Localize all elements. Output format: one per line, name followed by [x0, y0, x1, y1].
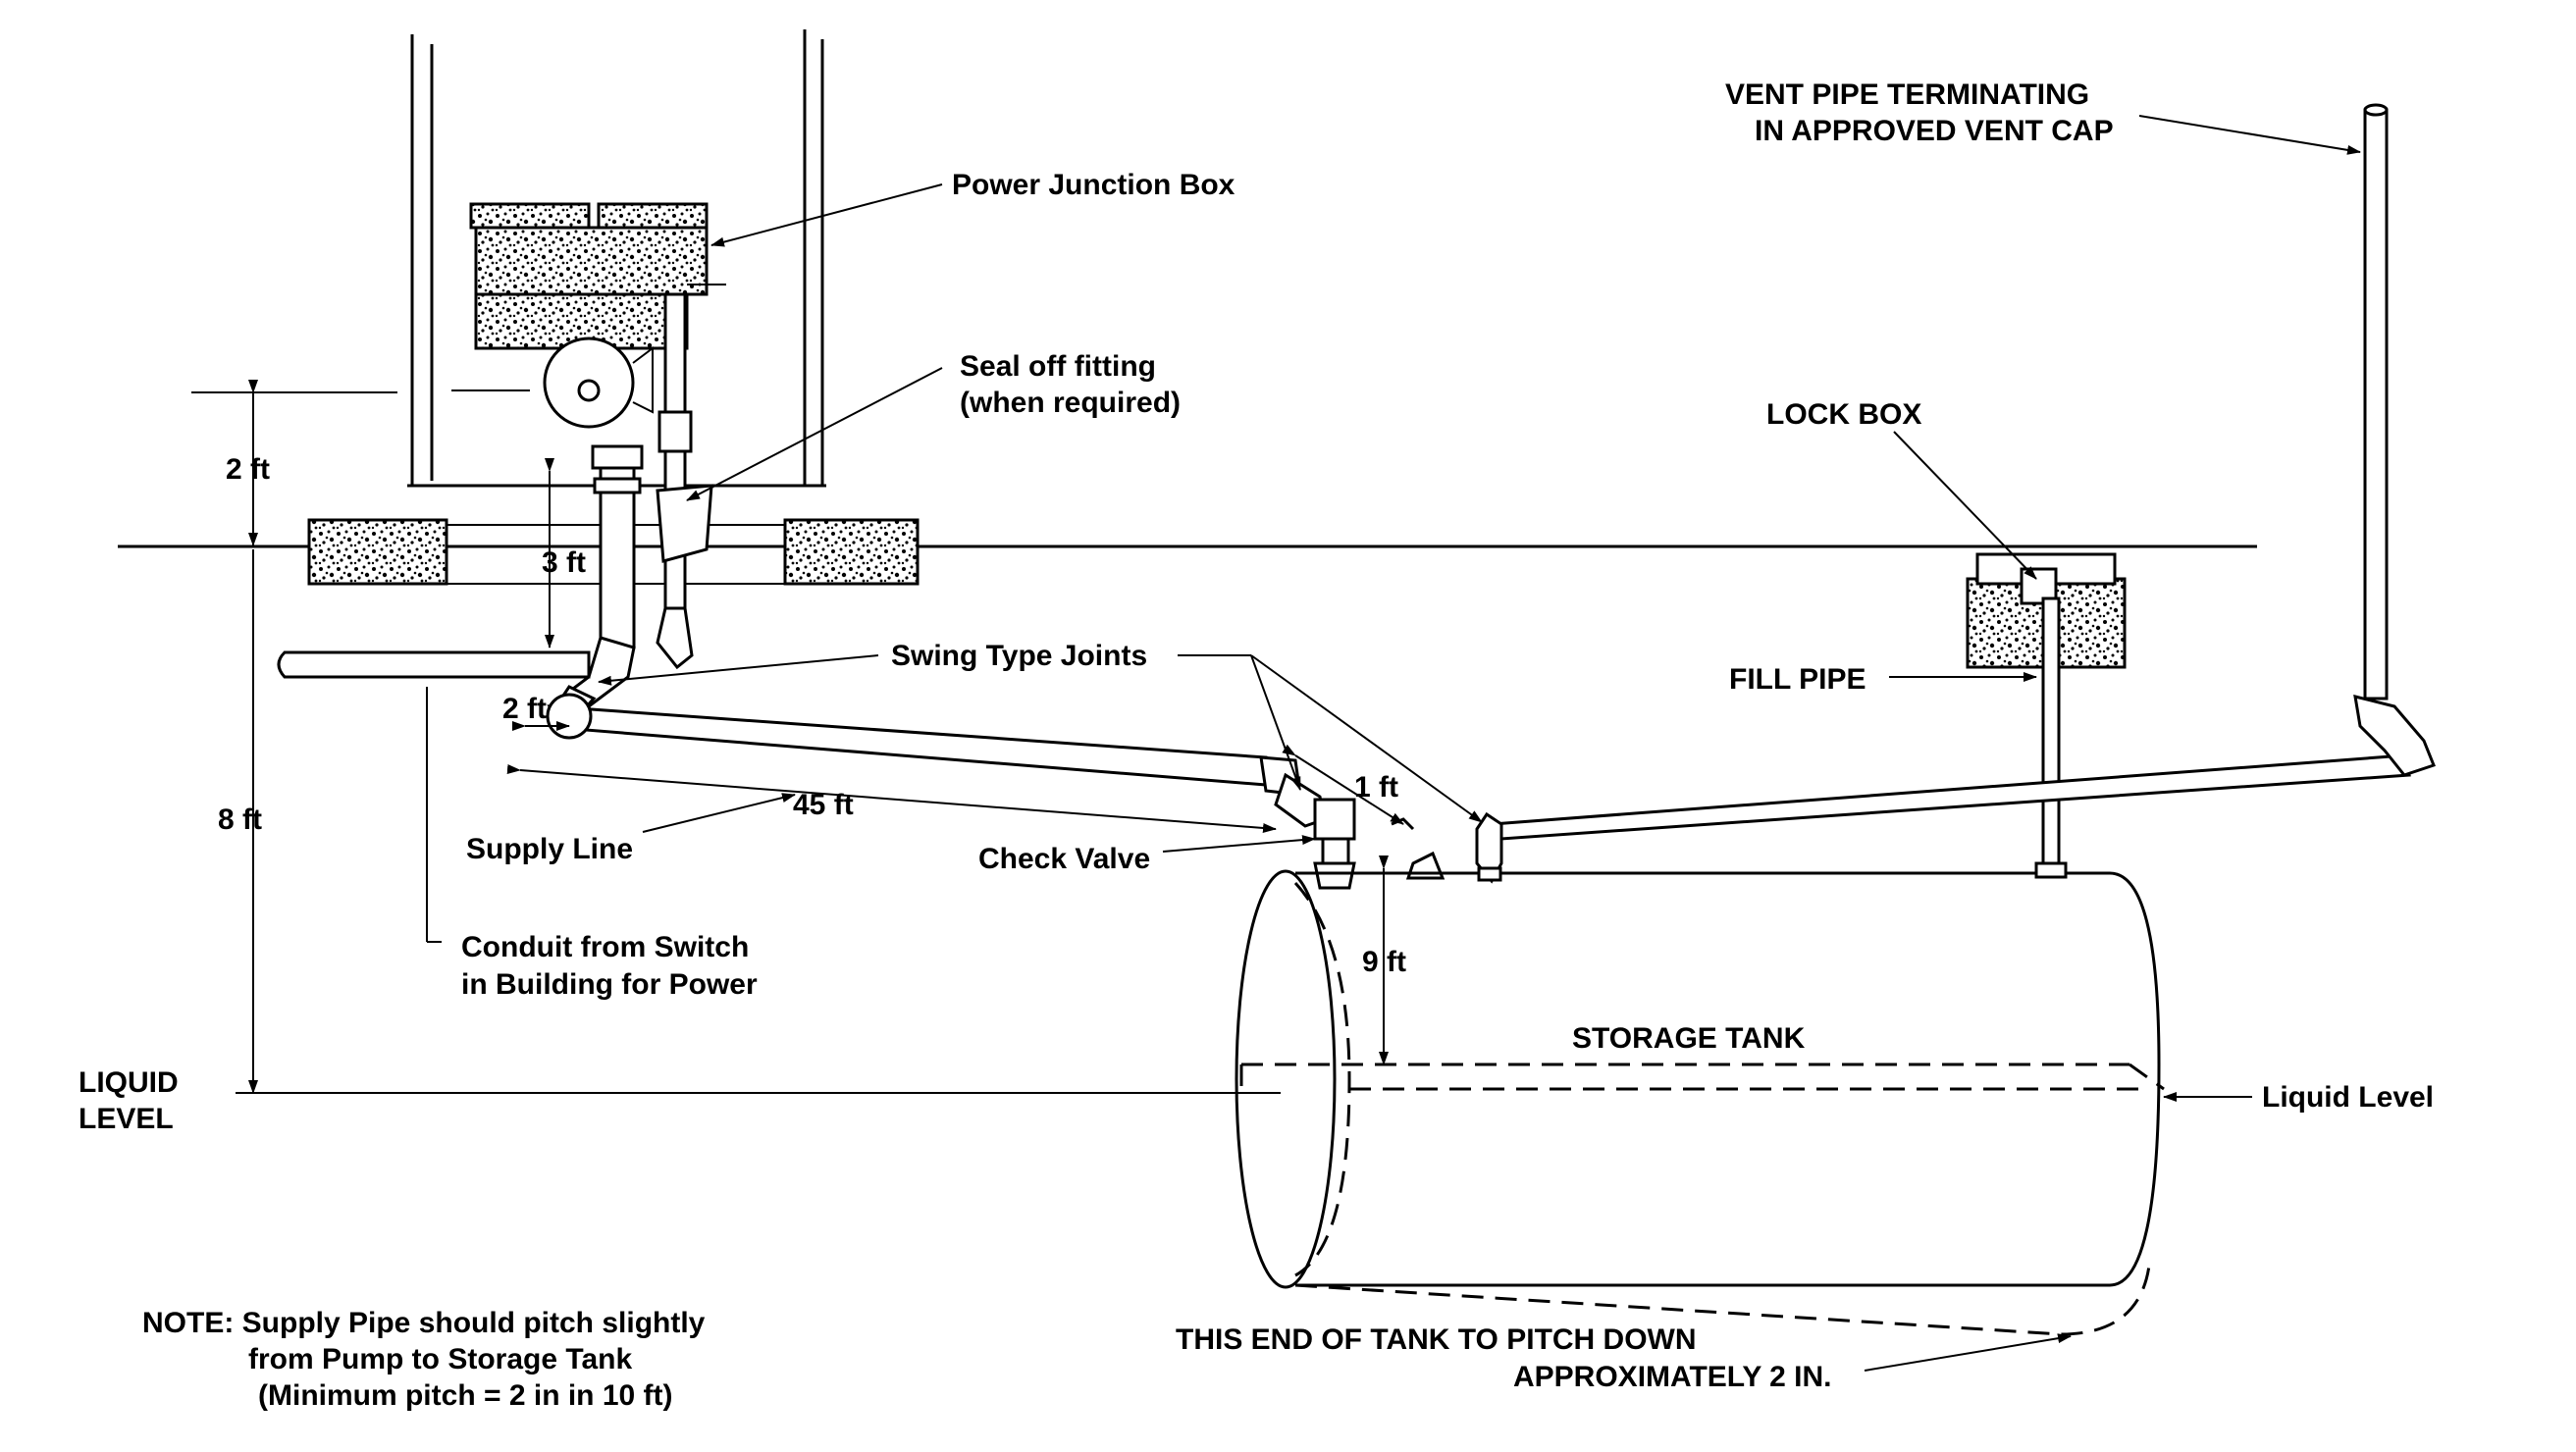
label-dim-3ft: 3 ft [542, 546, 586, 579]
label-pitch-1: THIS END OF TANK TO PITCH DOWN [1176, 1323, 1697, 1356]
foundation-slab-right [783, 518, 920, 586]
label-conduit-1: Conduit from Switch [461, 931, 749, 963]
label-storage-tank: STORAGE TANK [1572, 1022, 1806, 1055]
label-power-junction-box: Power Junction Box [952, 169, 1235, 201]
label-supply-line: Supply Line [466, 833, 633, 865]
label-vent-pipe-2: IN APPROVED VENT CAP [1755, 115, 2114, 147]
label-dim-8ft: 8 ft [218, 804, 262, 836]
foundation-slab-left [307, 518, 448, 586]
label-swing-type-joints: Swing Type Joints [891, 640, 1147, 672]
fill-pipe [1966, 552, 2127, 879]
label-vent-pipe-1: VENT PIPE TERMINATING [1725, 78, 2089, 111]
leader-lines [426, 115, 2361, 1372]
label-liquid-level-left-2: LEVEL [79, 1103, 174, 1135]
label-note-2: from Pump to Storage Tank [248, 1343, 632, 1375]
label-dim-2ft-top: 2 ft [226, 453, 270, 486]
seal-off-fitting [656, 484, 713, 563]
label-seal-off-fitting-1: Seal off fitting [960, 350, 1156, 383]
conduit [277, 650, 591, 679]
power-junction-box [451, 202, 726, 429]
label-seal-off-fitting-2: (when required) [960, 387, 1181, 419]
label-note-3: (Minimum pitch = 2 in in 10 ft) [258, 1379, 673, 1412]
label-pitch-2: APPROXIMATELY 2 IN. [1513, 1361, 1832, 1393]
storage-tank [1235, 869, 2165, 1336]
label-lock-box: LOCK BOX [1766, 398, 1921, 431]
label-dim-45ft: 45 ft [793, 789, 854, 821]
dimension-lines [191, 380, 1404, 1094]
label-fill-pipe: FILL PIPE [1729, 663, 1866, 696]
label-note-1: NOTE: Supply Pipe should pitch slightly [142, 1307, 706, 1339]
label-conduit-2: in Building for Power [461, 968, 758, 1001]
label-dim-1ft: 1 ft [1354, 771, 1398, 804]
label-check-valve: Check Valve [978, 843, 1150, 875]
label-dim-2ft-small: 2 ft [502, 693, 547, 725]
supply-line [546, 693, 1327, 828]
labels: Power Junction Box Seal off fitting (whe… [79, 78, 2434, 1412]
label-liquid-level-right: Liquid Level [2262, 1081, 2434, 1114]
label-dim-9ft: 9 ft [1362, 946, 1406, 978]
label-liquid-level-left-1: LIQUID [79, 1066, 179, 1099]
vent-pipe [1391, 103, 2436, 884]
